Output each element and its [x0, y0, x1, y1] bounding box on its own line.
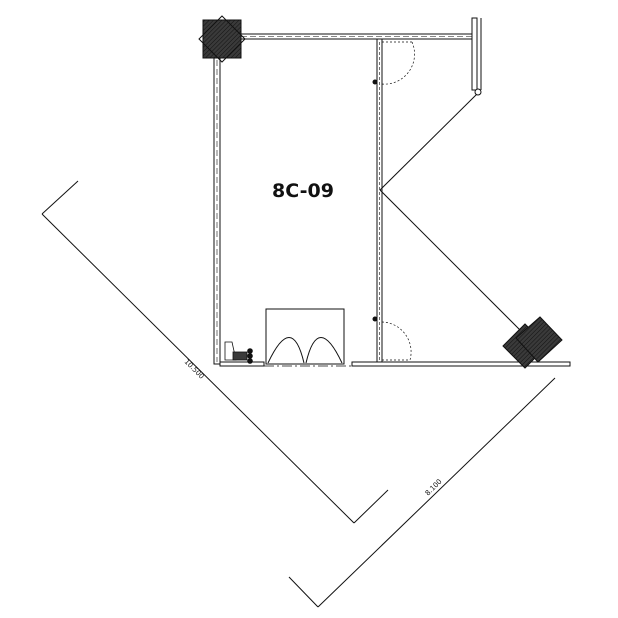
bottom-wall-right [351, 361, 571, 367]
walls [213, 17, 571, 367]
dimension-1-line [41, 213, 355, 524]
room-label: 8C-09 [272, 180, 334, 202]
column-top-left-diamond [198, 15, 246, 63]
dimension-label-1: 10.500 [183, 358, 206, 381]
right-edge-wall [471, 17, 478, 91]
dimension-1-tick-start [41, 180, 79, 215]
column-top-left [198, 15, 246, 63]
door-upper-handle [372, 79, 378, 85]
bottom-wall-left [219, 361, 265, 367]
boundary-lines [379, 88, 521, 331]
entrance-double-door [264, 308, 352, 367]
door-lower-handle [372, 316, 378, 322]
dimension-2-tick-start [288, 576, 319, 608]
left-wall [213, 57, 221, 365]
entrance-door-swing-right [305, 337, 343, 364]
dimension-label-2: 8.100 [424, 478, 444, 498]
column-top-left-square [202, 19, 242, 59]
door-lower-swing [381, 321, 412, 361]
column-bottom-right-square-2 [515, 316, 563, 363]
door-upper-swing [381, 41, 415, 85]
door-upper [372, 41, 415, 85]
entrance-door-frame [265, 308, 345, 365]
boundary-line-upper [379, 92, 479, 191]
boundary-line-lower [379, 189, 521, 331]
plant-icon-3 [247, 358, 253, 364]
plant-icon-1 [247, 348, 253, 354]
plant-icon-2 [247, 353, 253, 359]
desk-icon [232, 351, 248, 361]
dimension-2-line [317, 377, 556, 608]
dimension-lines [41, 180, 556, 608]
column-bottom-right [502, 316, 563, 369]
dimension-1-tick-end [353, 489, 389, 524]
door-lower [372, 316, 412, 361]
entrance-door-swing-left [267, 337, 305, 364]
corner-furniture [224, 341, 253, 364]
boundary-node [474, 88, 482, 96]
